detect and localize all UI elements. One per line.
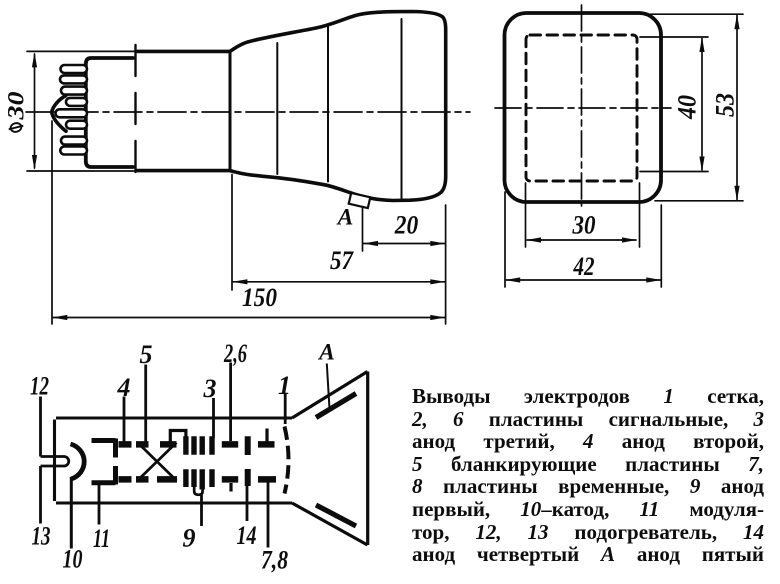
svg-text:A: A (336, 205, 354, 231)
svg-text:20: 20 (394, 210, 418, 240)
svg-text:5: 5 (140, 340, 153, 369)
svg-text:9: 9 (183, 524, 196, 553)
svg-text:30: 30 (572, 210, 596, 240)
svg-text:150: 150 (242, 282, 277, 312)
svg-text:10: 10 (63, 545, 83, 574)
svg-text:13: 13 (32, 522, 51, 551)
svg-text:7,8: 7,8 (261, 546, 288, 575)
svg-text:A: A (317, 340, 335, 366)
svg-text:12: 12 (30, 372, 49, 401)
svg-text:11: 11 (93, 524, 110, 553)
svg-text:14: 14 (237, 521, 257, 550)
svg-text:40: 40 (672, 95, 702, 120)
svg-text:53: 53 (710, 93, 740, 117)
svg-text:57: 57 (330, 245, 355, 275)
svg-text:42: 42 (573, 251, 595, 281)
svg-text:3: 3 (203, 374, 217, 403)
svg-text:2,6: 2,6 (223, 339, 247, 368)
svg-text:4: 4 (117, 373, 131, 402)
svg-text:1: 1 (278, 371, 291, 400)
svg-text:30: 30 (4, 91, 29, 121)
